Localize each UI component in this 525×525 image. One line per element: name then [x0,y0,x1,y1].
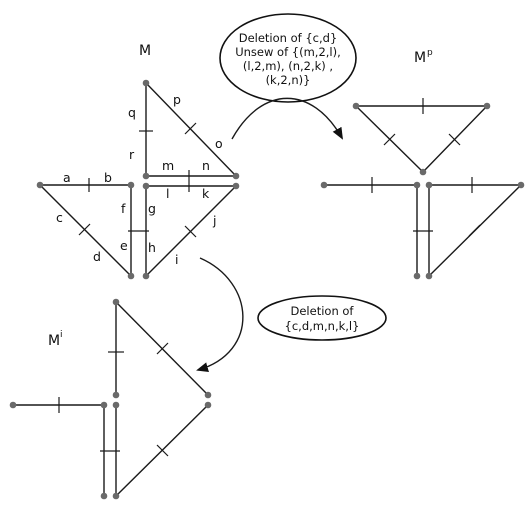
tick [468,224,481,237]
tick [383,133,396,146]
edge [422,105,488,173]
vertex [142,79,150,87]
edge-label-f: f [121,201,126,216]
vertex [352,102,360,110]
graph-mp-sup: p [427,48,433,58]
edge-label-j: j [212,213,216,228]
vertex [232,172,240,180]
vertex [320,181,328,189]
tick [156,444,169,457]
note-p-line-1: Deletion of {c,d} [239,31,338,45]
edge-label-m: m [162,158,174,173]
graph-mi-title: M [48,333,60,349]
note-bubble-p-outline [219,13,357,103]
edge-label-q: q [128,105,136,120]
edge-label-h: h [148,240,156,255]
vertex [127,272,135,280]
graph-mp-title: M [414,50,426,66]
note-bubble-p: Deletion of {c,d} Unsew of {(m,2,l), (l,… [219,13,357,103]
edge-label-d: d [93,249,101,264]
edge-label-p: p [173,92,181,107]
edge-label-b: b [104,170,112,185]
edge-label-k: k [202,186,210,201]
vertex [9,401,17,409]
edge-ji [145,185,237,277]
edge-label-r: r [129,147,135,162]
edge-label-g: g [148,201,156,216]
edge-label-c: c [56,210,63,225]
graph-m-title: M [139,43,151,59]
vertex [413,181,421,189]
vertex [112,492,120,500]
note-i-line-1: Deletion of [291,304,355,318]
tick [448,133,461,146]
vertex [483,102,491,110]
arrow-to-mp [231,97,343,140]
note-bubble-i: Deletion of {c,d,m,n,k,l} [257,295,387,341]
vertex [100,492,108,500]
note-p-line-4: (k,2,n)} [266,73,311,87]
edge-cd [39,184,132,277]
tick [184,122,197,135]
vertex [112,298,120,306]
vertex [112,401,120,409]
vertex [425,272,433,280]
graph-mp: M p [320,48,525,280]
vertex [517,181,525,189]
note-bubble-i-outline [257,295,387,341]
vertex [142,272,150,280]
edge-label-o: o [215,136,223,151]
note-i-line-2: {c,d,m,n,k,l} [285,319,360,333]
vertex [112,391,120,399]
vertex [232,182,240,190]
tick [78,223,91,236]
vertex [142,172,150,180]
vertex [36,181,44,189]
vertex [419,168,427,176]
edge-label-e: e [120,238,128,253]
arrow-to-mi [196,257,244,373]
edge-label-n: n [202,158,210,173]
tick [156,342,169,355]
note-p-line-3: (l,2,m), (n,2,k) , [243,59,333,73]
vertex [425,181,433,189]
note-p-line-2: Unsew of {(m,2,l), [235,45,341,59]
vertex [204,391,212,399]
vertex [204,401,212,409]
graph-mi: M i [9,298,212,500]
edge-label-a: a [63,170,71,185]
vertex [100,401,108,409]
graph-m: M a b c d e f g h [36,43,240,280]
vertex [127,181,135,189]
edge-label-i: i [175,252,178,267]
vertex [142,182,150,190]
edge-label-l: l [166,186,169,201]
graph-mi-sup: i [60,330,63,340]
tick [184,225,197,238]
edge-po [145,82,237,177]
vertex [413,272,421,280]
